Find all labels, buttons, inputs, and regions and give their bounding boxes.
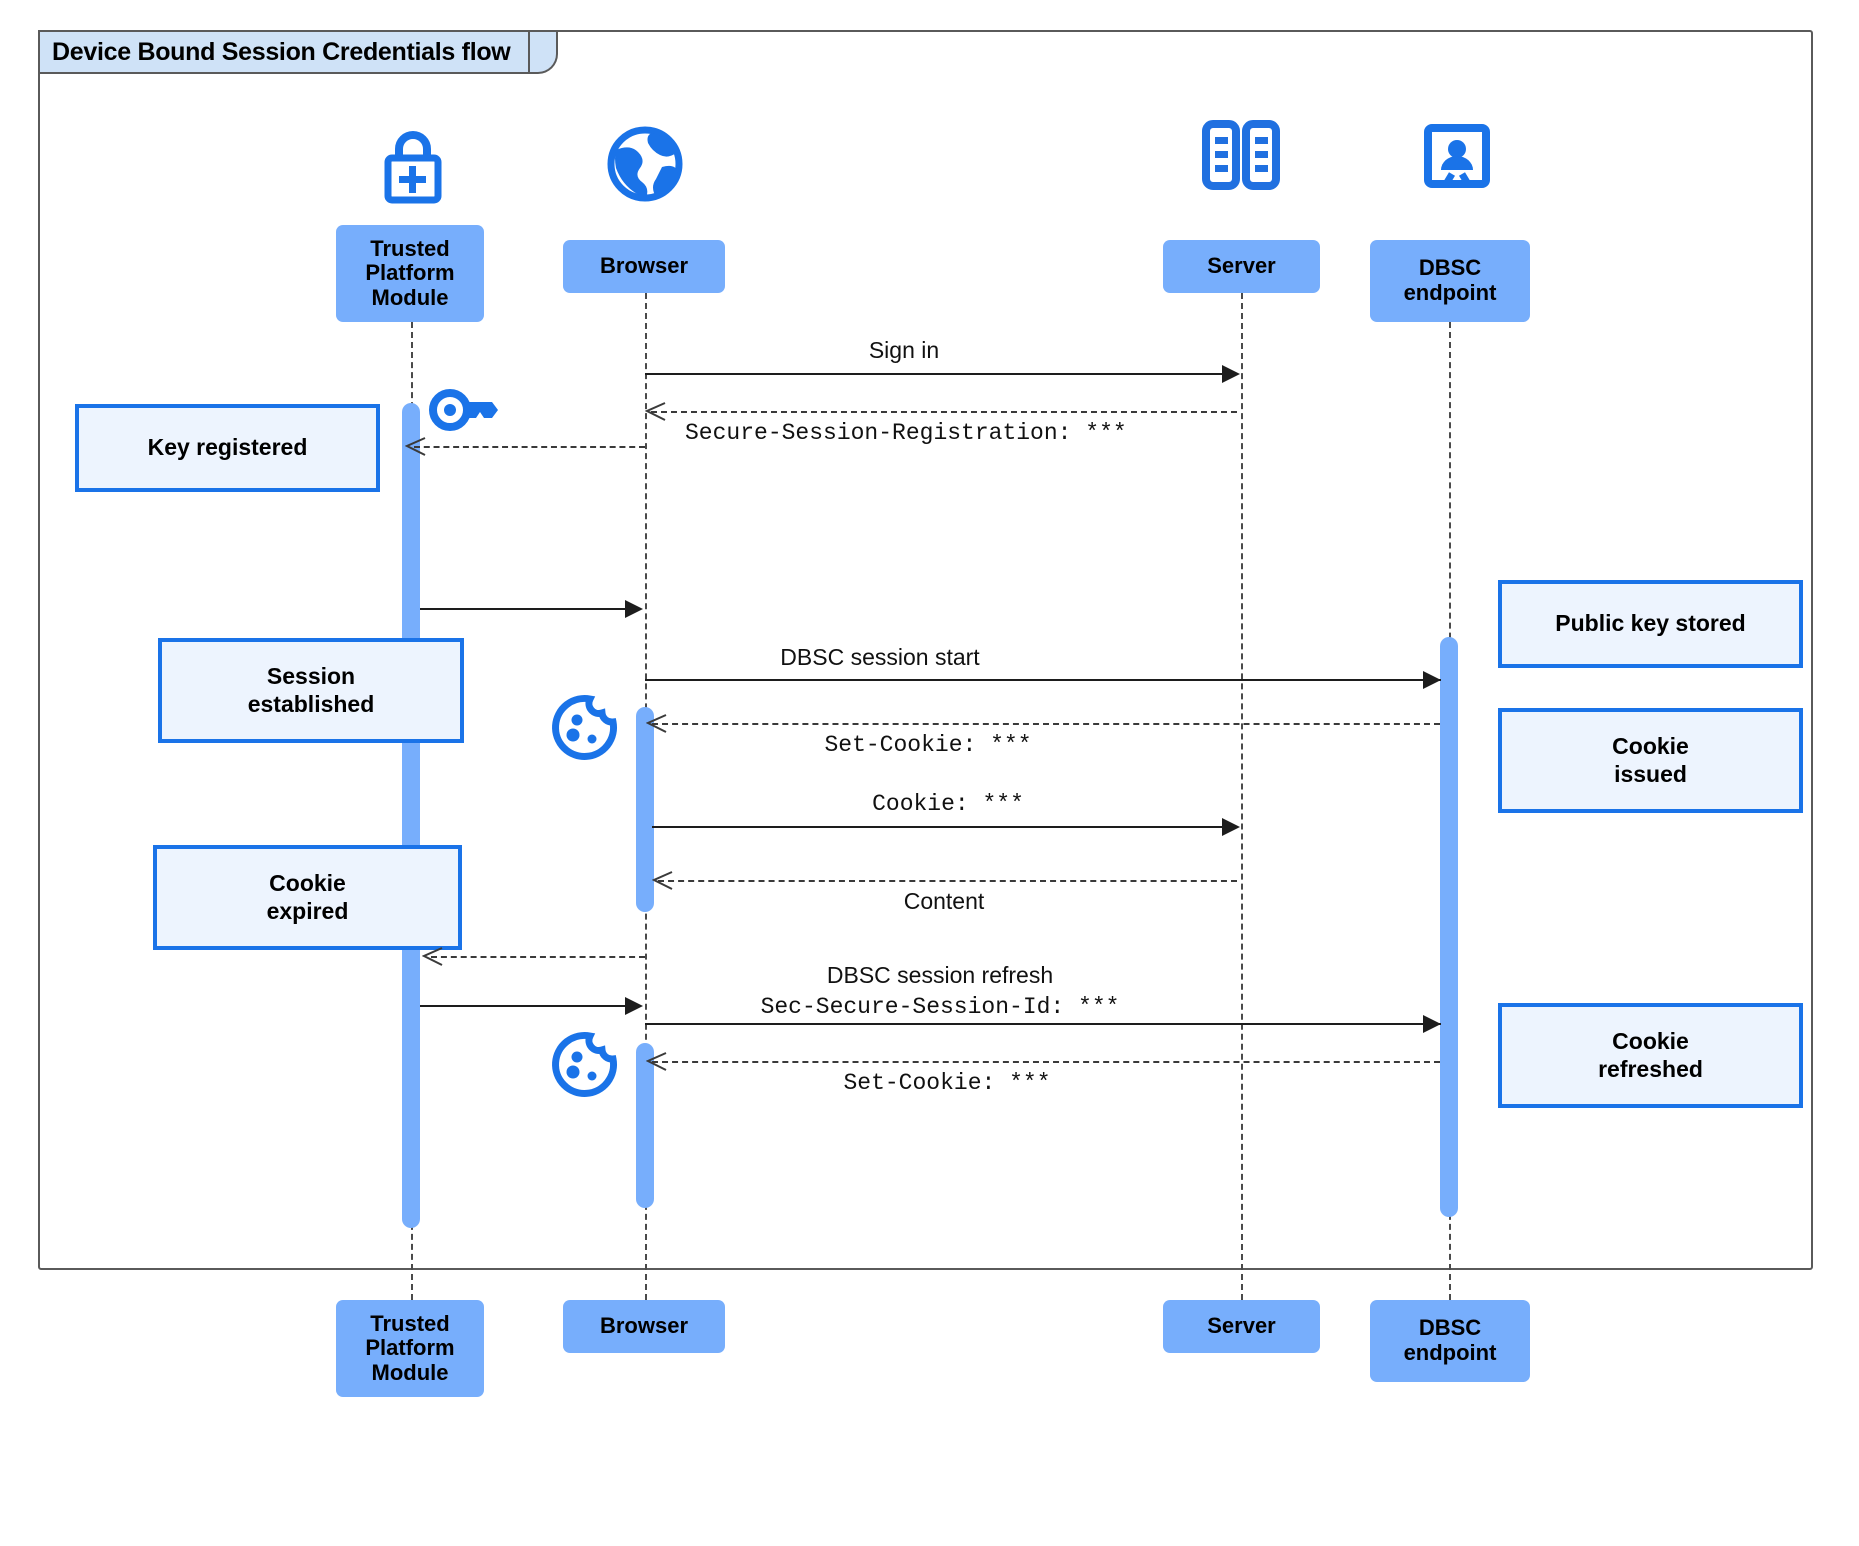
- note-text-line1: Cookie: [269, 870, 346, 897]
- participant-label: Browser: [599, 1313, 689, 1339]
- participant-label-line2: Platform: [365, 1335, 455, 1361]
- lifeline-server: [1241, 293, 1243, 1300]
- message-line-content: [658, 880, 1237, 882]
- participant-label: Server: [1207, 253, 1276, 279]
- message-line-dbsc-session-start: [645, 679, 1441, 681]
- note-text-line1: Cookie: [1612, 1028, 1689, 1055]
- note-cookie-expired: Cookie expired: [153, 845, 462, 950]
- message-line-dbsc-session-refresh: [431, 956, 645, 958]
- message-arrowhead-register-key-to-tpm: [405, 436, 426, 456]
- message-line-sec-secure-session-id-a: [420, 1005, 625, 1007]
- message-label-content: Content: [903, 888, 985, 914]
- key-icon: [428, 386, 500, 434]
- participant-dbsc-bottom[interactable]: DBSC endpoint: [1370, 1300, 1530, 1382]
- message-arrowhead-dbsc-session-start: [1423, 671, 1441, 689]
- message-line-tpm-to-browser-key: [420, 608, 625, 610]
- participant-tpm-top[interactable]: Trusted Platform Module: [336, 225, 484, 322]
- note-text-line2: refreshed: [1598, 1055, 1703, 1082]
- note-text-line1: Cookie: [1612, 733, 1689, 760]
- note-key-registered: Key registered: [75, 404, 380, 492]
- message-line-secure-session-registration: [651, 411, 1237, 413]
- activation-bar-browser-2: [636, 1043, 654, 1208]
- message-line-sign-in: [645, 373, 1237, 375]
- message-label-cookie: Cookie: ***: [872, 791, 1024, 817]
- message-line-set-cookie-1: [652, 723, 1440, 725]
- note-text-line2: established: [247, 690, 375, 717]
- participant-browser-top[interactable]: Browser: [563, 240, 725, 293]
- message-arrowhead-set-cookie-2: [646, 1051, 667, 1071]
- message-arrowhead-tpm-to-browser-key: [625, 600, 643, 618]
- message-label-dbsc-session-start: DBSC session start: [780, 644, 980, 670]
- lock-plus-icon: [371, 125, 455, 205]
- activation-bar-browser-1: [636, 707, 654, 912]
- page-title: Device Bound Session Credentials flow: [52, 37, 511, 66]
- participant-label-line3: Module: [371, 284, 449, 310]
- note-text: Public key stored: [1555, 610, 1746, 637]
- participant-label-line3: Module: [371, 1359, 449, 1385]
- participant-label-line2: endpoint: [1403, 1340, 1497, 1365]
- participant-label-line1: Trusted: [370, 235, 450, 261]
- note-public-key-stored: Public key stored: [1498, 580, 1803, 668]
- message-label-dbsc-session-refresh: DBSC session refresh: [826, 962, 1054, 988]
- message-label-sign-in: Sign in: [868, 337, 940, 363]
- message-line-register-key-to-tpm: [414, 446, 645, 448]
- participant-server-bottom[interactable]: Server: [1163, 1300, 1320, 1353]
- activation-bar-tpm: [402, 403, 420, 1228]
- message-line-cookie: [652, 826, 1237, 828]
- message-arrowhead-set-cookie-1: [646, 713, 667, 733]
- participant-label-line2: endpoint: [1403, 280, 1497, 305]
- diagram-title-tab: Device Bound Session Credentials flow: [38, 30, 531, 74]
- message-arrowhead-cookie: [1222, 818, 1240, 836]
- message-arrowhead-sec-secure-session-id-a: [625, 997, 643, 1015]
- message-arrowhead-sec-secure-session-id-b: [1423, 1015, 1441, 1033]
- participant-label-line2: Platform: [365, 260, 455, 286]
- activation-bar-dbsc-1: [1440, 637, 1458, 1217]
- cookie-icon: [549, 1030, 619, 1100]
- participant-label: Browser: [599, 253, 689, 279]
- id-badge-icon: [1424, 124, 1490, 192]
- note-text-line2: issued: [1614, 760, 1687, 787]
- cookie-icon: [549, 693, 619, 763]
- note-session-established: Session established: [158, 638, 464, 743]
- message-arrowhead-sign-in: [1222, 365, 1240, 383]
- message-arrowhead-secure-session-registration: [645, 401, 666, 421]
- note-cookie-issued: Cookie issued: [1498, 708, 1803, 813]
- participant-browser-bottom[interactable]: Browser: [563, 1300, 725, 1353]
- note-cookie-refreshed: Cookie refreshed: [1498, 1003, 1803, 1108]
- note-text: Key registered: [147, 434, 308, 461]
- message-line-set-cookie-2: [652, 1061, 1440, 1063]
- participant-server-top[interactable]: Server: [1163, 240, 1320, 293]
- message-line-sec-secure-session-id-b: [645, 1023, 1441, 1025]
- diagram-title-tab-corner: [530, 30, 559, 74]
- message-label-set-cookie-1: Set-Cookie: ***: [824, 732, 1032, 758]
- participant-label-line1: DBSC: [1418, 255, 1482, 281]
- participant-label: Server: [1207, 1313, 1276, 1339]
- message-arrowhead-content: [652, 870, 673, 890]
- message-arrowhead-dbsc-session-refresh: [422, 946, 443, 966]
- participant-tpm-bottom[interactable]: Trusted Platform Module: [336, 1300, 484, 1397]
- note-text-line1: Session: [266, 663, 356, 690]
- message-label-sec-secure-session-id: Sec-Secure-Session-Id: ***: [760, 994, 1120, 1020]
- note-text-line2: expired: [266, 897, 349, 924]
- message-label-secure-session-registration: Secure-Session-Registration: ***: [685, 420, 1127, 446]
- globe-icon: [604, 123, 686, 205]
- message-label-set-cookie-2: Set-Cookie: ***: [843, 1070, 1051, 1096]
- participant-label-line1: Trusted: [370, 1310, 450, 1336]
- participant-dbsc-top[interactable]: DBSC endpoint: [1370, 240, 1530, 322]
- participant-label-line1: DBSC: [1418, 1315, 1482, 1341]
- server-racks-icon: [1200, 120, 1282, 192]
